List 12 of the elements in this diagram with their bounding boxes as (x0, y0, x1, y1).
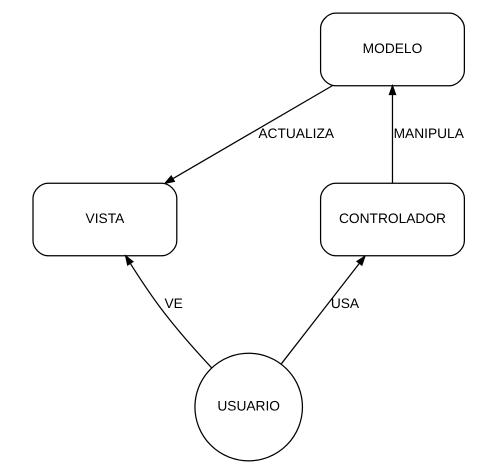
edge-label: ACTUALIZA (258, 126, 334, 141)
node-circle: USUARIO (194, 352, 304, 462)
node-box: VISTA (32, 182, 178, 256)
edge-label: MANIPULA (394, 126, 464, 141)
arrow (164, 85, 333, 184)
node-box: CONTROLADOR (320, 182, 465, 256)
edge-label: VE (164, 296, 183, 312)
arrow (388, 84, 396, 184)
node-box: MODELO (320, 12, 465, 86)
arrow (280, 254, 366, 364)
edge-label: USA (330, 296, 360, 312)
arrow (124, 254, 212, 368)
